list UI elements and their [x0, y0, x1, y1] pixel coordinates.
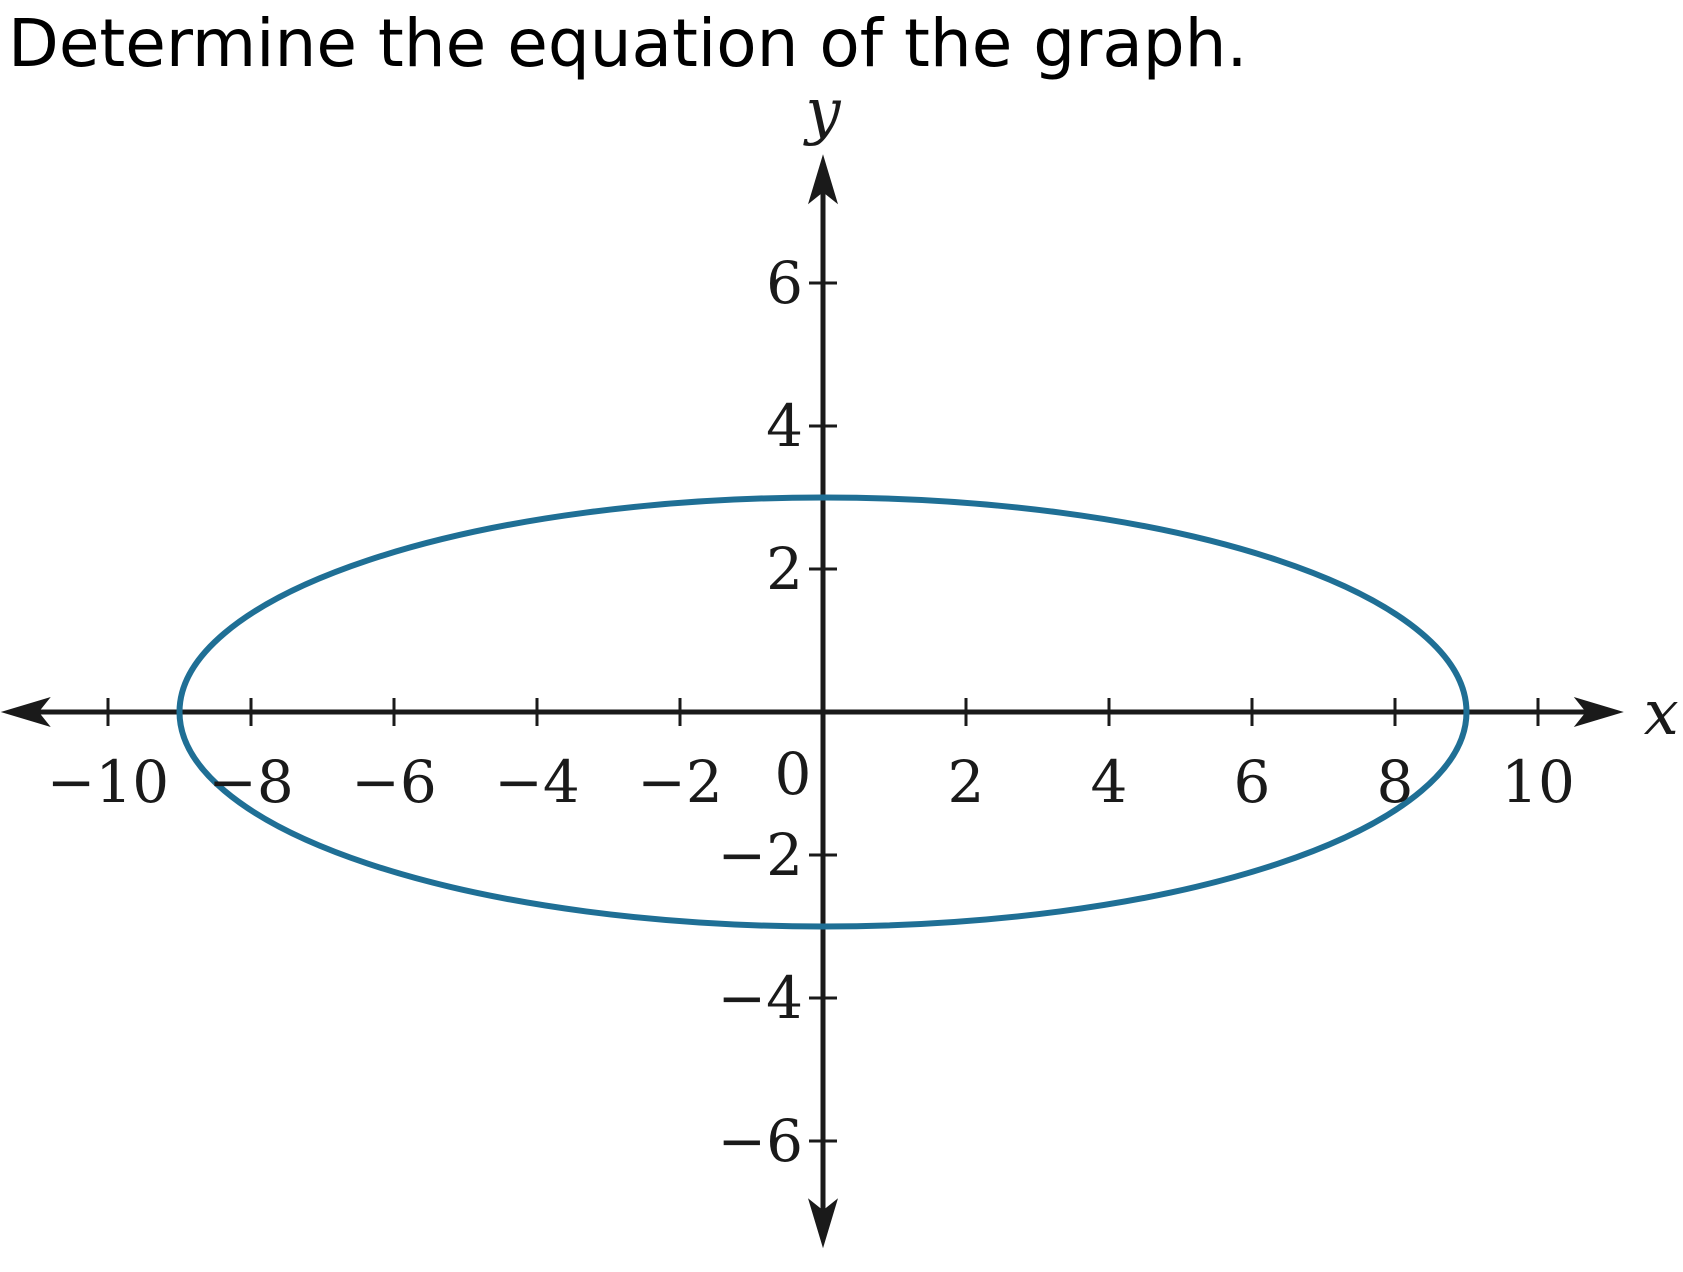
x-tick-label: 8: [1377, 748, 1414, 816]
y-axis-label: y: [802, 74, 841, 147]
ellipse-curve: [176, 494, 1470, 930]
y-tick-label: −2: [718, 821, 804, 889]
x-axis-left-arrow: [0, 697, 51, 727]
x-tick-label: −6: [351, 748, 437, 816]
y-axis-bottom-arrow: [808, 1198, 838, 1249]
x-tick-label: 2: [948, 748, 985, 816]
curve-layer: [176, 494, 1470, 930]
x-tick-label: 6: [1234, 748, 1271, 816]
question-text: Determine the equation of the graph.: [8, 5, 1248, 82]
origin-label: 0: [775, 740, 812, 808]
y-axis-top-arrow: [808, 154, 838, 205]
x-tick-label: −10: [47, 748, 169, 816]
y-tick-label: 4: [766, 392, 803, 460]
axes: [0, 154, 1624, 1249]
x-axis-label: x: [1644, 676, 1679, 749]
x-tick-label: 4: [1091, 748, 1128, 816]
y-tick-label: −6: [718, 1107, 804, 1175]
x-tick-label: −2: [637, 748, 723, 816]
x-tick-label: −4: [494, 748, 580, 816]
y-tick-label: 2: [766, 535, 803, 603]
x-tick-label: 10: [1501, 748, 1575, 816]
x-tick-label: −8: [208, 748, 294, 816]
tick-labels: −10 −8 −6 −4 −2 2 4 6 8 10 −6 −4 −2 2 4 6 0 x y: [47, 74, 1679, 1175]
tick-marks: [106, 281, 1540, 1143]
y-tick-label: −4: [718, 964, 804, 1032]
y-tick-label: 6: [766, 249, 803, 317]
x-axis-right-arrow: [1573, 697, 1624, 727]
